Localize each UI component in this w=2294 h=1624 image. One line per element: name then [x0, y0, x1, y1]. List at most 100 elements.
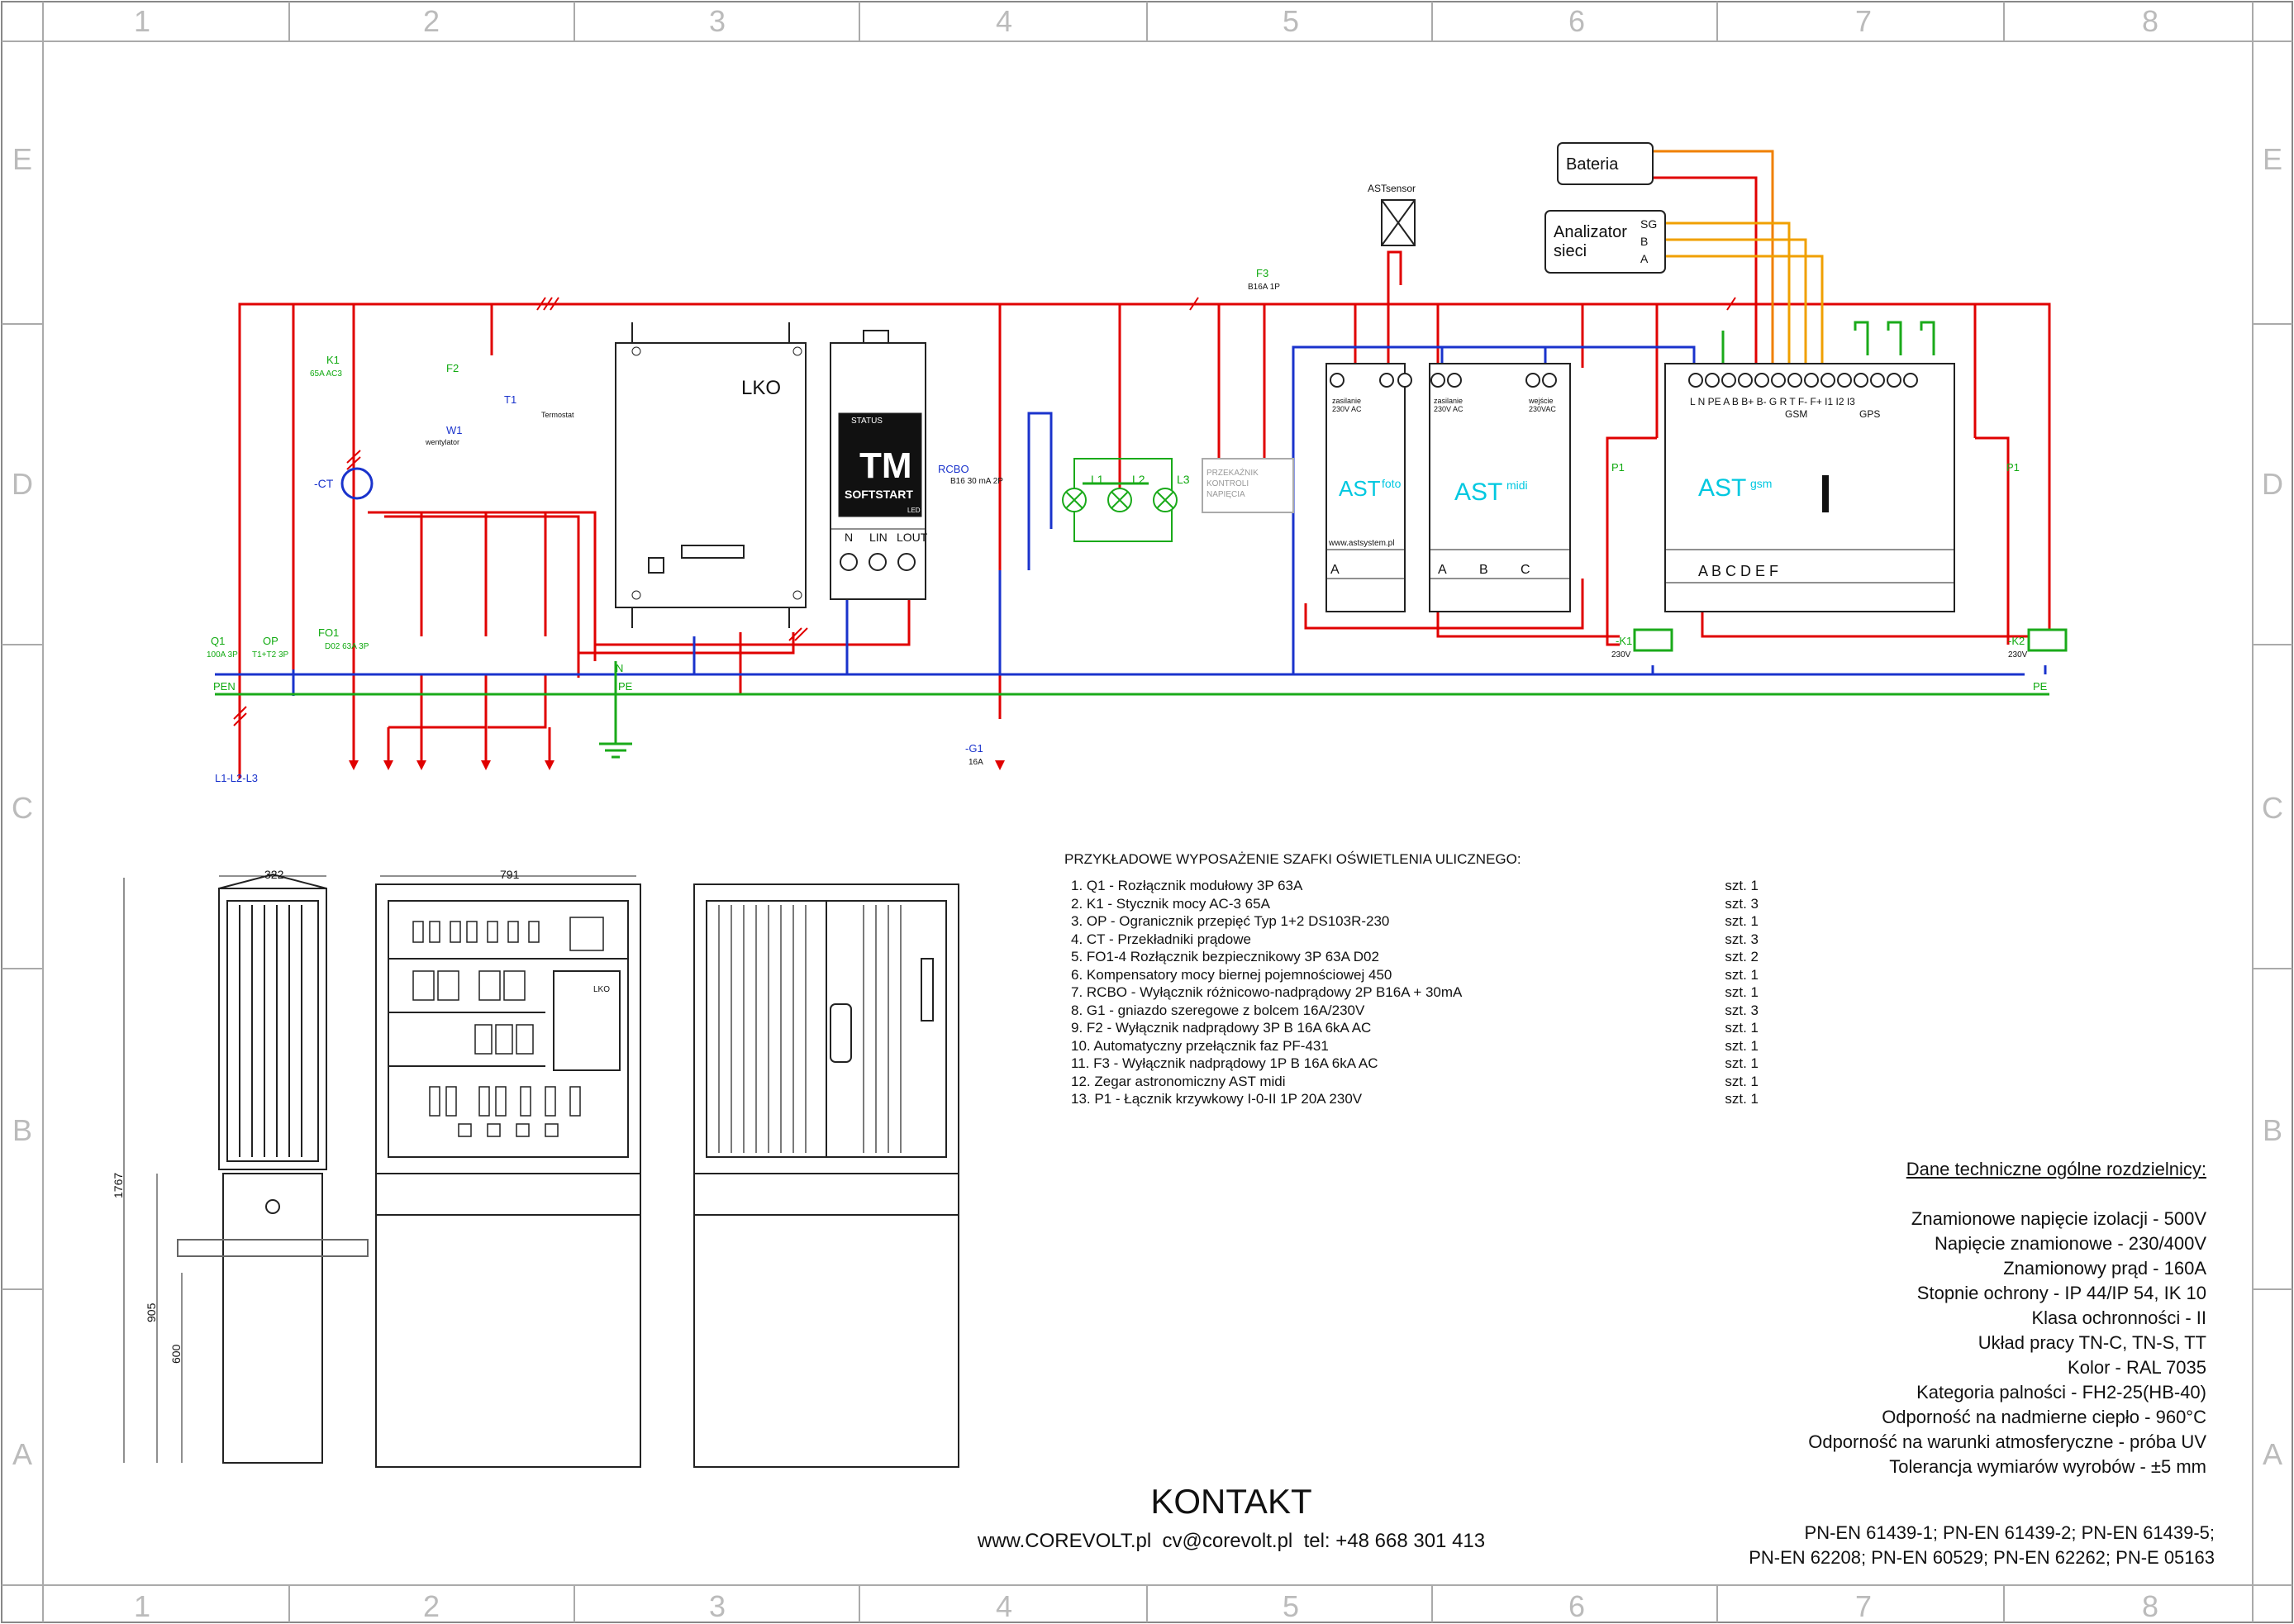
grid-col-3-bottom: 3 — [709, 1589, 726, 1623]
astmidi-relay-a: A — [1438, 563, 1447, 577]
lamp-l1-label: L1 — [1091, 473, 1104, 486]
equipment-item-qty: szt. 1 — [1725, 984, 1759, 1000]
k1-label: K1 — [326, 354, 340, 366]
astfoto-sup: foto — [1382, 477, 1402, 490]
equipment-item-qty: szt. 3 — [1725, 895, 1759, 912]
grid-col-8: 8 — [2142, 4, 2158, 38]
contact: KONTAKT www.COREVOLT.pl cv@corevolt.pl t… — [909, 1482, 1554, 1553]
technical-data-line: Znamionowy prąd - 160A — [2003, 1258, 2206, 1279]
astmidi-name: AST — [1454, 479, 1502, 506]
grid-col-4: 4 — [996, 4, 1012, 38]
contact-title: KONTAKT — [1150, 1482, 1312, 1521]
grid-col-7: 7 — [1855, 4, 1872, 38]
rcbo-spec: B16 30 mA 2P — [950, 477, 1003, 486]
astmidi-230vac-in: 230VAC — [1529, 405, 1556, 413]
equipment-item-text: 4. CT - Przekładniki prądowe — [1071, 931, 1251, 947]
equipment-item: 13. P1 - Łącznik krzywkowy I-0-II 1P 20A… — [1064, 1091, 1775, 1109]
technical-data-line: Klasa ochronności - II — [2031, 1307, 2206, 1328]
lamp-group: L1 L2 L3 — [1062, 458, 1190, 542]
norms-line-1: PN-EN 61439-1; PN-EN 61439-2; PN-EN 6143… — [1804, 1522, 2215, 1543]
astfoto-relay-a: A — [1330, 563, 1340, 577]
analyzer-sg: SG — [1640, 217, 1657, 231]
ast-gsm-module: L N PE A B B+ B- G R T F- F+ I1 I2 I3 GS… — [1664, 363, 1955, 612]
equipment-item: 5. FO1-4 Rozłącznik bezpiecznikowy 3P 63… — [1064, 949, 1775, 967]
equipment-item-qty: szt. 3 — [1725, 931, 1759, 947]
k2-relay-coil-icon — [2027, 628, 2068, 652]
op-spec: T1+T2 3P — [252, 650, 289, 660]
astgsm-name: AST — [1698, 474, 1746, 502]
battery-box: Bateria — [1557, 142, 1654, 185]
network-analyzer-box: Analizator sieci SG B A — [1544, 210, 1666, 274]
op-label: OP — [263, 635, 278, 647]
dim-width-front: 791 — [500, 868, 520, 881]
grid-row-c-right: C — [2262, 791, 2283, 825]
schematic-labels: Q1 100A 3P OP T1+T2 3P FO1 D02 63A 3P K1… — [207, 267, 2048, 784]
ss-n: N — [845, 531, 853, 544]
grid-row-d-right: D — [2262, 467, 2283, 501]
pkn-line3: NAPIĘCIA — [1206, 490, 1245, 499]
equipment-item-qty: szt. 1 — [1725, 1091, 1759, 1107]
equipment-item-qty: szt. 1 — [1725, 966, 1759, 983]
technical-data-line: Odporność na nadmierne ciepło - 960°C — [1882, 1407, 2206, 1427]
equipment-item-qty: szt. 1 — [1725, 913, 1759, 929]
q1-spec: 100A 3P — [207, 650, 238, 660]
astmidi-230vac: 230V AC — [1434, 405, 1463, 413]
wires-red-slash-ticks — [233, 297, 1736, 726]
equipment-item-qty: szt. 1 — [1725, 1073, 1759, 1089]
equipment-item-text: 6. Kompensatory mocy biernej pojemnościo… — [1071, 966, 1392, 983]
g1-spec: 16A — [969, 758, 983, 767]
softstart-led: LED — [907, 507, 921, 514]
lko-label: LKO — [741, 377, 781, 399]
analyzer-label-1: Analizator — [1554, 223, 1627, 241]
pkn-line2: KONTROLI — [1206, 479, 1249, 488]
grid-column-labels-bottom: 1 2 3 4 5 6 7 8 — [134, 1589, 2158, 1623]
technical-data-line: Kategoria palności - FH2-25(HB-40) — [1916, 1382, 2206, 1403]
wires-orange — [1653, 150, 1824, 368]
analyzer-b: B — [1640, 235, 1648, 248]
softstart-module: STATUS TM SOFTSTART LED N LIN LOUT — [830, 330, 928, 600]
grid-col-8-bottom: 8 — [2142, 1589, 2158, 1623]
equipment-item-text: 11. F3 - Wyłącznik nadprądowy 1P B 16A 6… — [1071, 1055, 1378, 1071]
technical-data-title: Dane techniczne ogólne rozdzielnicy: — [1906, 1159, 2206, 1179]
grid-col-7-bottom: 7 — [1855, 1589, 1872, 1623]
pkn-line1: PRZEKAŹNIK — [1206, 467, 1259, 478]
astsensor-label: ASTsensor — [1368, 183, 1416, 194]
equipment-list: PRZYKŁADOWE WYPOSAŻENIE SZAFKI OŚWIETLEN… — [1064, 851, 1775, 1109]
grid-col-2: 2 — [423, 4, 440, 38]
equipment-item-text: 2. K1 - Stycznik mocy AC-3 65A — [1071, 895, 1270, 912]
pe-ground — [599, 742, 632, 759]
k2r-voltage: 230V — [2008, 650, 2028, 660]
k1-spec: 65A AC3 — [310, 369, 342, 379]
grid-col-5: 5 — [1283, 4, 1299, 38]
grid-row-labels-right: E D C B A — [2262, 142, 2283, 1471]
k1r-label: -K1 — [1616, 635, 1632, 647]
t1-label: T1 — [504, 393, 516, 406]
grid-col-6: 6 — [1568, 4, 1585, 38]
contact-line[interactable]: www.COREVOLT.pl cv@corevolt.pl tel: +48 … — [977, 1530, 1486, 1552]
k1r-voltage: 230V — [1611, 650, 1631, 660]
grid-row-e: E — [12, 142, 32, 176]
astfoto-web: www.astsystem.pl — [1328, 539, 1394, 548]
grid-row-b-right: B — [2263, 1113, 2282, 1147]
lamp-l3-label: L3 — [1177, 473, 1190, 486]
lko-enclosure: LKO — [615, 322, 807, 628]
cabinet-front-closed-view — [693, 883, 959, 1468]
equipment-item-text: 1. Q1 - Rozłącznik modułowy 3P 63A — [1071, 878, 1303, 893]
f2-label-1: F2 — [446, 362, 459, 374]
grid-col-1: 1 — [134, 4, 150, 38]
cabinet-side-view — [177, 873, 369, 1464]
gsm-label: GSM — [1785, 408, 1807, 420]
technical-data-line: Napięcie znamionowe - 230/400V — [1935, 1233, 2206, 1254]
technical-data-line: Stopnie ochrony - IP 44/IP 54, IK 10 — [1916, 1283, 2206, 1303]
astfoto-name: AST — [1339, 476, 1381, 501]
equipment-item: 3. OP - Ogranicznik przepięć Typ 1+2 DS1… — [1064, 913, 1775, 931]
technical-data-line: Odporność na warunki atmosferyczne - pró… — [1808, 1431, 2206, 1452]
grid-column-labels-top: 1 2 3 4 5 6 7 8 — [134, 4, 2158, 38]
astmidi-relay-c: C — [1521, 563, 1530, 577]
astmidi-zasilanie: zasilanie — [1434, 397, 1463, 405]
gsm-terminals: L N PE A B B+ B- G R T F- F+ I1 I2 I3 — [1690, 396, 1855, 407]
outgoing-feeder-arrows — [349, 760, 1005, 770]
equipment-item: 4. CT - Przekładniki prądowe szt. 3 — [1064, 931, 1775, 950]
